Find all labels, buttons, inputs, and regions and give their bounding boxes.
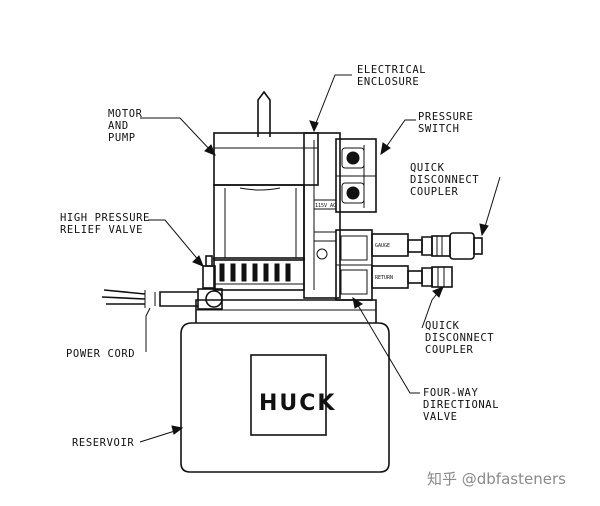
- label-high-pressure-relief-valve: HIGH PRESSURE RELIEF VALVE: [60, 212, 157, 236]
- reservoir: [180, 299, 390, 473]
- high-pressure-relief-valve: [202, 255, 216, 289]
- watermark: 知乎 @dbfasteners: [427, 470, 566, 488]
- electrical-enclosure: [303, 132, 341, 299]
- label-pressure-switch: PRESSURE SWITCH: [418, 111, 480, 135]
- brand-label: HUCK: [259, 391, 336, 416]
- power-cord: [101, 288, 223, 310]
- motor-and-pump: [213, 90, 319, 291]
- label-quick-disconnect-coupler-top: QUICK DISCONNECT COUPLER: [410, 162, 486, 198]
- label-reservoir: RESERVOIR: [72, 437, 134, 449]
- quick-disconnect-coupler-bottom: [407, 266, 453, 288]
- label-four-way-directional-valve: FOUR-WAY DIRECTIONAL VALVE: [423, 387, 506, 423]
- port-label-gauge: GAUGE: [375, 243, 390, 249]
- four-way-valve-block: [335, 229, 409, 301]
- label-quick-disconnect-coupler-bottom: QUICK DISCONNECT COUPLER: [425, 320, 501, 356]
- quick-disconnect-coupler-top: [407, 232, 483, 260]
- label-electrical-enclosure: ELECTRICAL ENCLOSURE: [357, 64, 433, 88]
- leader-lines: [139, 74, 501, 443]
- voltage-marking: 115V AC: [315, 203, 336, 209]
- label-motor-and-pump: MOTOR AND PUMP: [108, 108, 150, 144]
- label-power-cord: POWER CORD: [66, 348, 135, 360]
- pressure-switch: [335, 138, 377, 213]
- port-label-return: RETURN: [375, 275, 393, 281]
